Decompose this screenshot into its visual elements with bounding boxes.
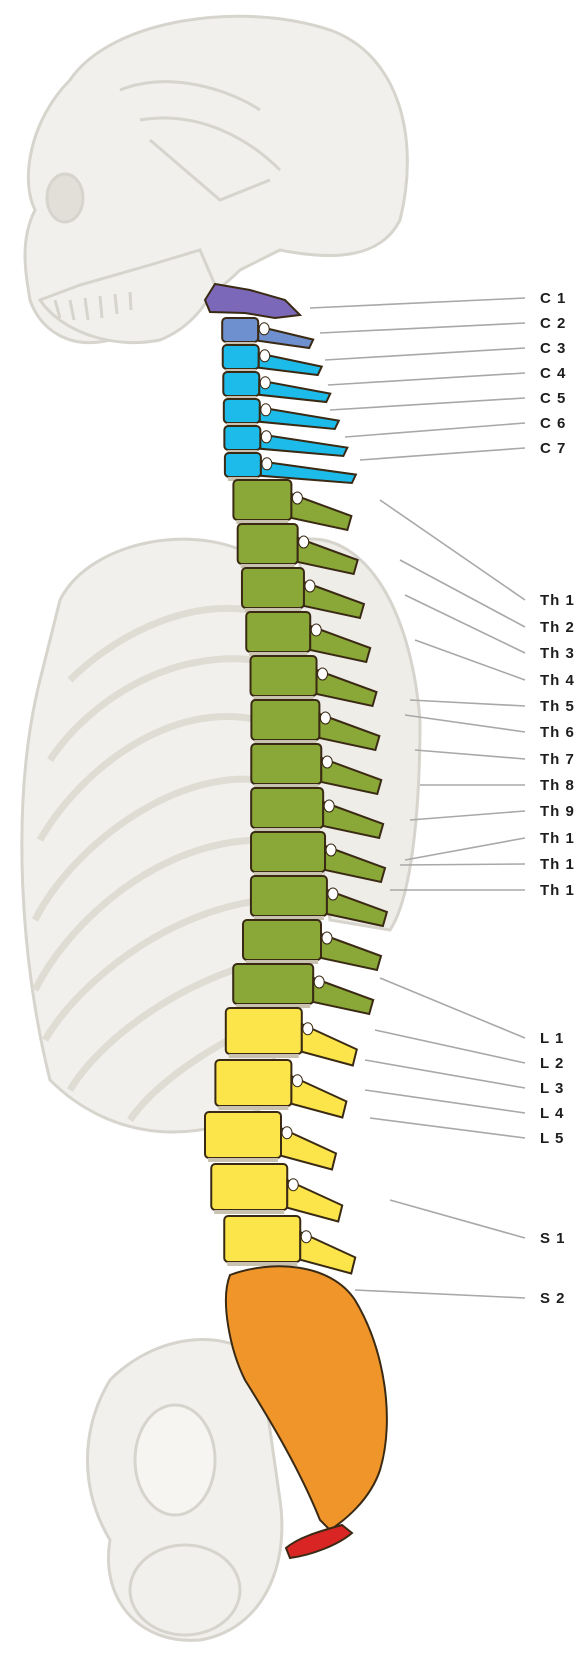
label-c3: C 3 — [540, 340, 566, 358]
eye-socket — [47, 174, 83, 222]
leader-l3 — [365, 1060, 525, 1088]
label-th8: Th 8 — [540, 777, 575, 795]
leader-th5 — [410, 700, 525, 706]
leader-th11 — [400, 864, 525, 865]
leader-c6 — [345, 423, 525, 437]
label-c4: C 4 — [540, 365, 566, 383]
label-l2: L 2 — [540, 1055, 564, 1073]
label-l1: L 1 — [540, 1030, 564, 1048]
leader-th2 — [400, 560, 525, 627]
label-th10: Th 1 — [540, 830, 575, 848]
leader-c1 — [310, 298, 525, 308]
label-th7: Th 7 — [540, 751, 575, 769]
label-th11: Th 1 — [540, 856, 575, 874]
leader-l4 — [365, 1090, 525, 1113]
label-l3: L 3 — [540, 1080, 564, 1098]
label-c1: C 1 — [540, 290, 566, 308]
leader-l1 — [380, 978, 525, 1038]
pelvis-hole — [135, 1405, 215, 1515]
label-th12: Th 1 — [540, 882, 575, 900]
leader-c7 — [360, 448, 525, 460]
leader-l2 — [375, 1030, 525, 1063]
vertebra-l4-disc — [214, 1210, 284, 1214]
label-c7: C 7 — [540, 440, 566, 458]
leader-c4 — [328, 373, 525, 385]
label-th6: Th 6 — [540, 724, 575, 742]
leader-th4 — [415, 640, 525, 680]
label-th5: Th 5 — [540, 698, 575, 716]
vertebra-l2-disc — [218, 1106, 288, 1110]
label-c6: C 6 — [540, 415, 566, 433]
label-c2: C 2 — [540, 315, 566, 333]
leader-s1 — [390, 1200, 525, 1238]
label-s1: S 1 — [540, 1230, 566, 1248]
label-l4: L 4 — [540, 1105, 564, 1123]
vertebra-l5-disc — [227, 1262, 297, 1266]
leader-th1 — [380, 500, 525, 600]
vertebra-c1 — [205, 284, 300, 318]
leader-th3 — [405, 595, 525, 653]
leader-th9 — [410, 811, 525, 820]
label-th4: Th 4 — [540, 672, 575, 690]
label-th3: Th 3 — [540, 645, 575, 663]
leader-s2 — [355, 1290, 525, 1298]
label-th1: Th 1 — [540, 592, 575, 610]
label-s2: S 2 — [540, 1290, 566, 1308]
leader-l5 — [370, 1118, 525, 1138]
leader-c3 — [325, 348, 525, 360]
label-l5: L 5 — [540, 1130, 564, 1148]
leader-th7 — [415, 750, 525, 759]
label-th2: Th 2 — [540, 619, 575, 637]
vertebra-l3-disc — [208, 1158, 278, 1162]
label-c5: C 5 — [540, 390, 566, 408]
coccyx — [286, 1525, 352, 1558]
leader-th6 — [405, 715, 525, 732]
label-th9: Th 9 — [540, 803, 575, 821]
leader-c5 — [330, 398, 525, 410]
vertebra-l1-disc — [229, 1054, 299, 1058]
leader-c2 — [320, 323, 525, 333]
femur-head — [130, 1545, 240, 1635]
leader-th10 — [405, 838, 525, 860]
